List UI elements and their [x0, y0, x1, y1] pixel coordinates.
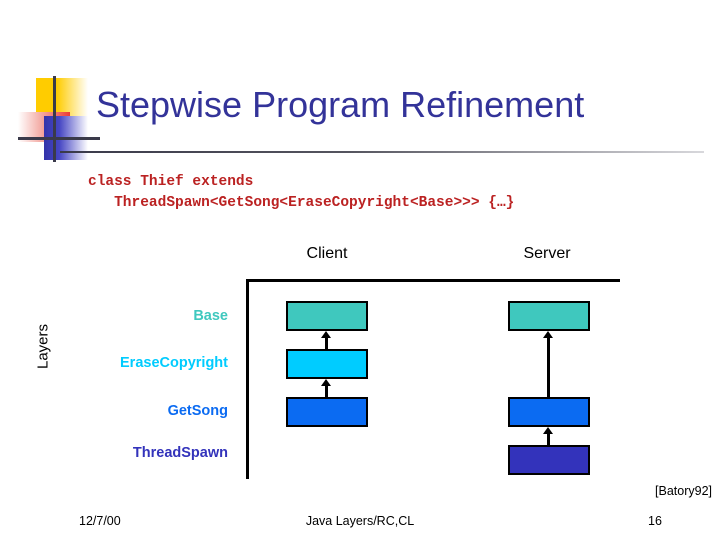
logo-vertical-line — [53, 76, 56, 162]
slide-logo — [18, 76, 100, 162]
layer-label-threadspawn: ThreadSpawn — [132, 445, 228, 461]
box-client-base[interactable] — [286, 301, 368, 331]
footer-date: 12/7/00 — [79, 514, 121, 528]
box-server-getsong[interactable] — [508, 397, 590, 427]
arrow-head — [543, 331, 553, 338]
footer-page-number: 16 — [648, 514, 662, 528]
arrow-shaft — [325, 383, 328, 398]
arrow-shaft — [325, 335, 328, 350]
layer-label-erasecopyright: EraseCopyright — [120, 355, 228, 371]
arrow-shaft — [547, 335, 550, 398]
arrow-client-getsong-to-erasecopyright — [321, 379, 332, 398]
box-server-threadspawn[interactable] — [508, 445, 590, 475]
arrow-shaft — [547, 431, 550, 446]
box-server-base[interactable] — [508, 301, 590, 331]
axis-vertical — [246, 279, 249, 479]
citation: [Batory92] — [655, 484, 712, 498]
logo-yellow-square — [36, 78, 88, 116]
page-title: Stepwise Program Refinement — [96, 84, 585, 125]
arrow-server-getsong-to-base — [543, 331, 554, 398]
arrow-client-erasecopyright-to-base — [321, 331, 332, 350]
axis-horizontal — [246, 279, 620, 282]
footer-title: Java Layers/RC,CL — [305, 514, 415, 528]
logo-horizontal-line — [18, 137, 100, 140]
code-line-2: ThreadSpawn<GetSong<EraseCopyright<Base>… — [88, 195, 515, 211]
layer-label-base: Base — [193, 308, 228, 324]
code-line-1: class Thief extends — [88, 174, 254, 190]
layer-label-getsong: GetSong — [167, 403, 228, 419]
arrow-head — [543, 427, 553, 434]
column-header-client: Client — [306, 245, 348, 262]
arrow-head — [321, 331, 331, 338]
arrow-head — [321, 379, 331, 386]
box-client-erasecopyright[interactable] — [286, 349, 368, 379]
arrow-server-threadspawn-to-getsong — [543, 427, 554, 446]
title-divider — [60, 151, 704, 153]
column-header-server: Server — [523, 245, 571, 262]
box-client-getsong[interactable] — [286, 397, 368, 427]
code-block: class Thief extends ThreadSpawn<GetSong<… — [88, 172, 688, 214]
